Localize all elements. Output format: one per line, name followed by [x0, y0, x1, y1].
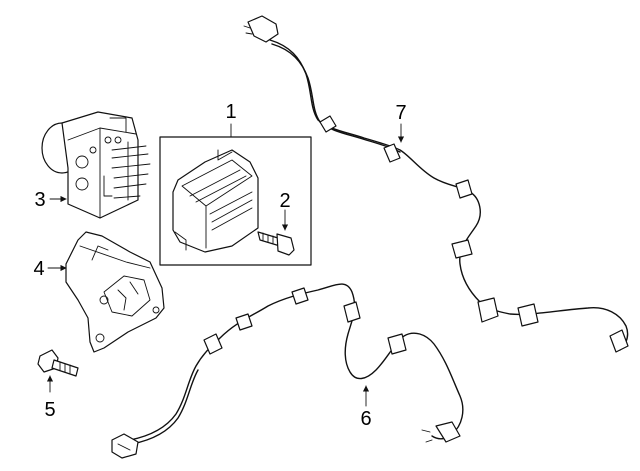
callout-6: 6	[360, 408, 371, 430]
callout-leaders	[46, 123, 405, 407]
callout-1: 1	[225, 101, 236, 123]
callout-5: 5	[44, 399, 55, 421]
callout-4: 4	[33, 258, 44, 280]
wiring-harness-part-7	[243, 15, 629, 353]
screw-part-2	[257, 231, 295, 256]
callout-3: 3	[34, 189, 45, 211]
callout-labels: 1 2 3 4 5 6 7	[33, 101, 406, 430]
bracket-part-4	[65, 231, 165, 353]
wiring-harness-part-6	[111, 283, 464, 459]
hydraulic-unit-part-3	[41, 111, 151, 219]
control-module-part	[159, 136, 312, 266]
bolt-part-5	[37, 349, 79, 377]
callout-7: 7	[395, 102, 406, 124]
callout-2: 2	[279, 190, 290, 212]
